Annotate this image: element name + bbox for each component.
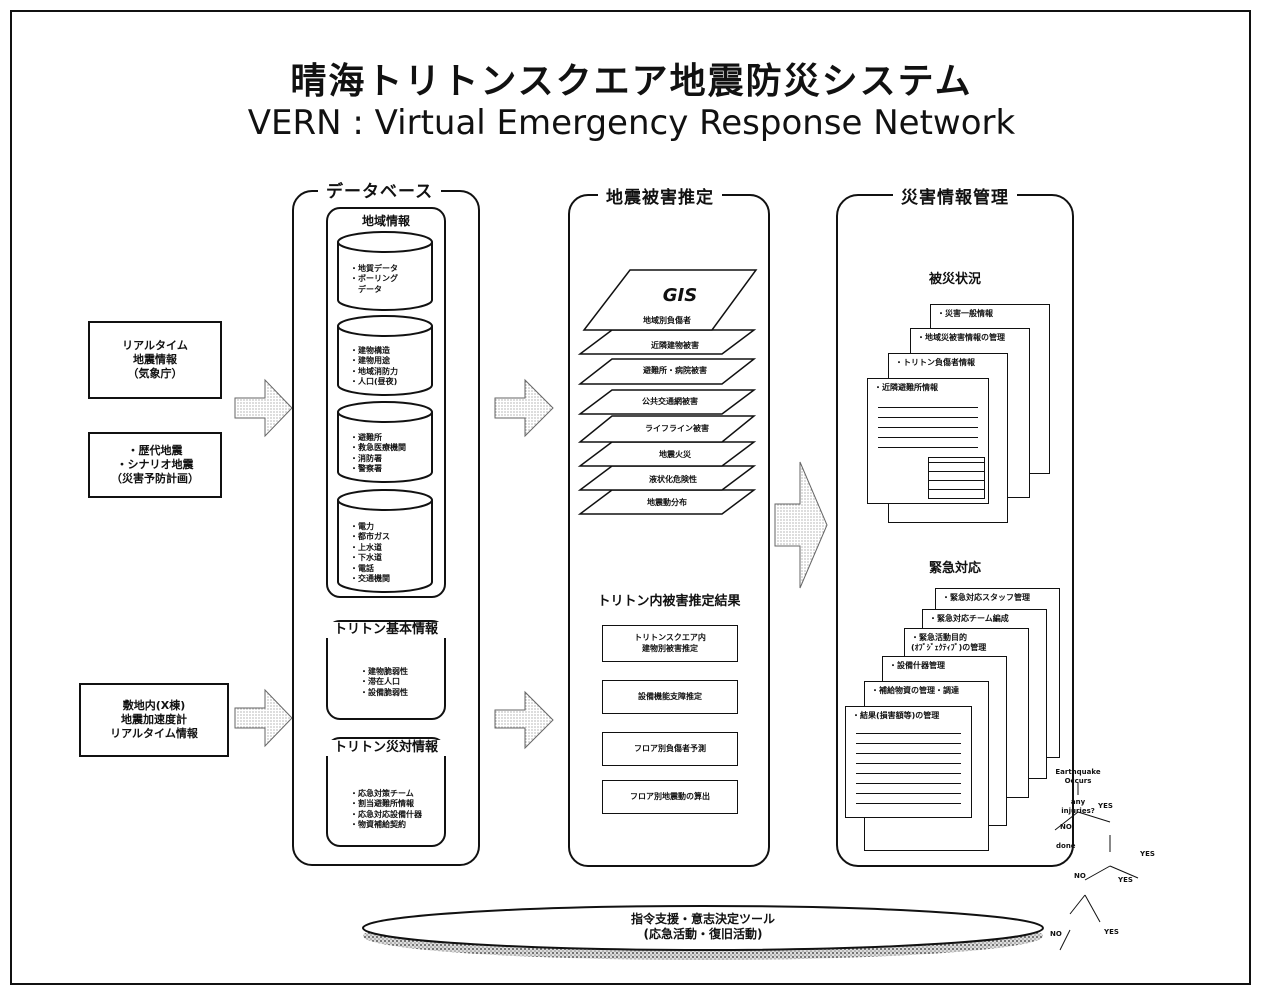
gis-layer-label: 避難所・病院被害: [643, 366, 707, 375]
decision-tool-label: 指令支援・意志決定ツール (応急活動・復旧活動): [630, 912, 775, 941]
status-sheet-label: ・地域災被害情報の管理: [917, 333, 1005, 342]
result-label: フロア別負傷者予測: [634, 743, 706, 753]
arrow-input-to-db-2: [234, 688, 293, 748]
input-label: リアルタイム 地震情報 （気象庁）: [122, 339, 188, 380]
result-label: フロア別地震動の算出: [630, 791, 710, 801]
result-box: フロア別地震動の算出: [602, 780, 738, 814]
input-historical-quake: ・歴代地震 ・シナリオ地震 （災害予防計画）: [88, 432, 222, 498]
gis-layer-label: ライフライン被害: [645, 424, 709, 433]
flow-node: NO: [1050, 930, 1062, 938]
status-sheet-label: ・災害一般情報: [937, 309, 993, 318]
response-sheet-label: ・補給物資の管理・調達: [871, 686, 959, 695]
gis-layer-label: 地震火災: [659, 450, 691, 459]
triton-disaster-label: トリトン災対情報: [322, 740, 450, 757]
input-label: ・歴代地震 ・シナリオ地震 （災害予防計画）: [111, 444, 199, 485]
layer-1: [582, 269, 758, 331]
db-lifeline-items: ・電力 ・都市ガス ・上水道 ・下水道 ・電話 ・交通機関: [350, 522, 390, 583]
arrow-input-to-db-1: [234, 378, 293, 438]
triton-disaster-items: ・応急対策チーム ・割当避難所情報 ・応急対応設備什器 ・物資補給契約: [350, 789, 422, 830]
db-building-items: ・建物構造 ・建物用途 ・地域消防力 ・人口(昼夜): [350, 346, 398, 387]
database-title: データベース: [318, 177, 442, 202]
tool-ellipse: [362, 905, 1044, 951]
gis-layer-label: 地震動分布: [647, 498, 687, 507]
arrow-db-to-est-1: [494, 378, 554, 438]
status-sheet-label: ・トリトン負傷者情報: [895, 358, 975, 367]
gis-label: GIS: [662, 285, 698, 306]
arrow-db-to-est-2: [494, 690, 554, 750]
flow-node: done: [1056, 842, 1076, 850]
status-table: [928, 457, 985, 499]
layer-3: [577, 358, 757, 385]
result-box: 設備機能支障推定: [602, 680, 738, 714]
flow-node: YES: [1140, 850, 1155, 858]
status-sheet-label: ・近隣避難所情報: [874, 383, 938, 392]
result-label: トリトンスクエア内 建物別被害推定: [634, 633, 706, 653]
db-shelter-items: ・避難所 ・救急医療機関 ・消防署 ・警察署: [350, 433, 406, 474]
flow-node: any injuries?: [1061, 798, 1095, 816]
flow-node: NO: [1060, 823, 1072, 831]
regional-info-label: 地域情報: [361, 214, 410, 228]
result-box: トリトンスクエア内 建物別被害推定: [602, 625, 738, 662]
response-sheet-front: ・結果(損害額等)の管理: [845, 706, 972, 818]
input-site-accelerometer: 敷地内(X棟) 地震加速度計 リアルタイム情報: [79, 683, 229, 757]
arrow-est-to-mgmt: [774, 461, 828, 589]
flow-node: YES: [1104, 928, 1119, 936]
layer-4: [577, 389, 757, 415]
triton-basic-label: トリトン基本情報: [322, 622, 450, 639]
diagram-frame: [10, 10, 1251, 985]
response-sheet-label: ・緊急対応チーム編成: [929, 614, 1009, 623]
result-label: 設備機能支障推定: [638, 691, 702, 701]
input-label: 敷地内(X棟) 地震加速度計 リアルタイム情報: [110, 699, 198, 740]
layer-5: [577, 415, 757, 443]
flow-node: YES: [1098, 802, 1113, 810]
response-title: 緊急対応: [928, 561, 981, 576]
flow-node: YES: [1118, 876, 1133, 884]
result-box: フロア別負傷者予測: [602, 732, 738, 766]
sub-title: VERN : Virtual Emergency Response Networ…: [247, 103, 1016, 143]
cylinder-shelters: [337, 412, 433, 483]
status-sheet-front: ・近隣避難所情報: [867, 378, 989, 504]
management-title: 災害情報管理: [893, 183, 1017, 208]
gis-layer-label: 液状化危険性: [649, 475, 697, 484]
gis-layer-label: 公共交通網被害: [642, 397, 698, 406]
cylinder-buildings: [337, 326, 433, 396]
main-title: 晴海トリトンスクエア地震防災システム: [290, 61, 973, 102]
status-title: 被災状況: [928, 272, 981, 287]
estimation-title: 地震被害推定: [598, 183, 722, 208]
triton-basic-items: ・建物脆弱性 ・滞在人口 ・設備脆弱性: [360, 667, 408, 697]
response-sheet-label: ・結果(損害額等)の管理: [852, 711, 940, 720]
cylinder-geology: [337, 242, 433, 311]
response-sheet-label: ・緊急活動目的 (ｵﾌﾞｼﾞｪｸﾃｨﾌﾞ)の管理: [911, 633, 987, 653]
flow-node: Earthquake Occurs: [1055, 768, 1101, 786]
db-geology-items: ・地質データ ・ボーリング データ: [350, 264, 398, 294]
gis-layer-label: 地域別負傷者: [643, 316, 691, 325]
flow-node: NO: [1074, 872, 1086, 880]
result-title: トリトン内被害推定結果: [597, 594, 741, 609]
gis-layer-label: 近隣建物被害: [651, 341, 699, 350]
cylinder-lifelines: [337, 500, 433, 593]
input-realtime-quake: リアルタイム 地震情報 （気象庁）: [88, 321, 222, 399]
response-sheet-label: ・設備什器管理: [889, 661, 945, 670]
response-sheet-label: ・緊急対応スタッフ管理: [942, 593, 1030, 602]
